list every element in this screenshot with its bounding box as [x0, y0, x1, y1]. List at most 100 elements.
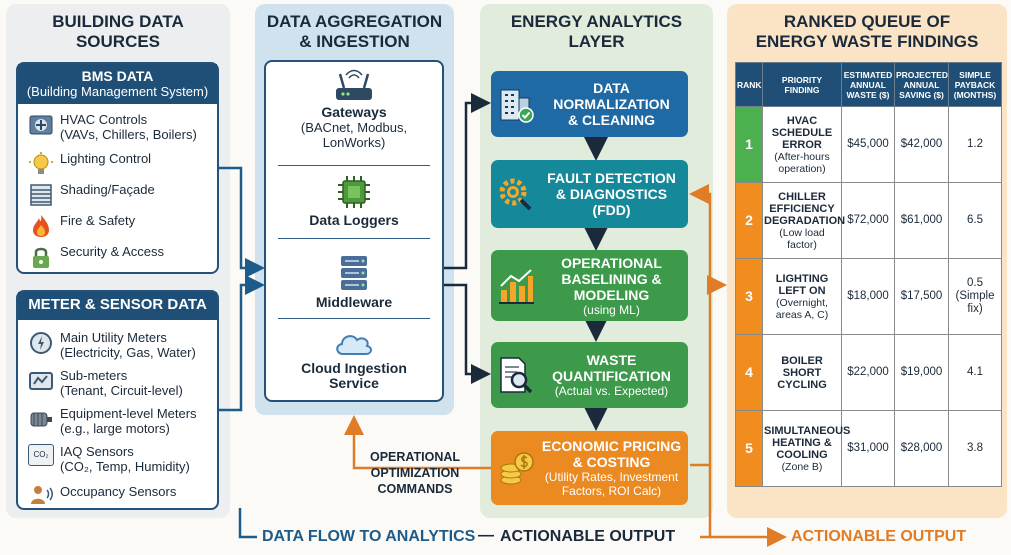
loggers-title: Data Loggers	[309, 212, 399, 228]
bms-item-label: HVAC Controls	[60, 112, 148, 127]
meter-item-label: Equipment-level Meters	[60, 406, 197, 421]
commands-label: OPERATIONAL OPTIMIZATION COMMANDS	[360, 449, 470, 497]
flame-icon	[33, 215, 49, 237]
baselining-line3: MODELING	[573, 286, 650, 303]
finding-cell: SIMULTANEOUS HEATING & COOLING(Zone B)	[762, 410, 850, 487]
actionable-output-right-label: ACTIONABLE OUTPUT	[791, 528, 967, 545]
data-flow-label: DATA FLOW TO ANALYTICS	[262, 528, 476, 545]
gateways-detail2: LonWorks)	[322, 135, 386, 150]
bms-title: BMS DATA	[81, 68, 154, 84]
finding-detail: (Low load factor)	[779, 226, 825, 251]
rank-cell: 2	[735, 182, 763, 259]
iaq-icon-text: CO₂	[33, 450, 49, 459]
header-payback: SIMPLE PAYBACK (MONTHS)	[948, 62, 1002, 107]
data-flow-line	[238, 508, 257, 539]
rank-cell: 3	[735, 258, 763, 335]
finding-cell: BOILER SHORT CYCLING	[762, 334, 842, 411]
actionable-output-connector	[700, 465, 712, 539]
aggregation-card: Gateways (BACnet, Modbus, LonWorks) Data…	[264, 60, 444, 402]
economic-pricing-box: ECONOMIC PRICING& COSTING(Utility Rates,…	[491, 431, 688, 505]
bms-item-security: Security & Access	[28, 244, 164, 270]
fdd-line1: FAULT DETECTION	[547, 170, 676, 186]
bms-card-header: BMS DATA (Building Management System)	[18, 64, 217, 104]
bms-item-label: Security & Access	[60, 244, 165, 259]
baselining-line2: BASELINING &	[561, 270, 662, 287]
queue-column-title: RANKED QUEUE OF ENERGY WASTE FINDINGS	[727, 12, 1007, 52]
flow-dash: —	[478, 527, 494, 544]
document-magnifier-icon	[500, 357, 533, 394]
bms-item-shading: Shading/Façade	[28, 182, 155, 208]
normalization-line3: & CLEANING	[567, 112, 656, 128]
meter-item-label: IAQ Sensors	[60, 444, 134, 459]
meter-sensor-card: METER & SENSOR DATA Main Utility Meters (…	[16, 290, 219, 510]
motor-icon	[30, 412, 52, 427]
payback-note: (Simple fix)	[955, 290, 995, 315]
analytics-title-line2: LAYER	[568, 32, 625, 51]
finding-cell: LIGHTING LEFT ON(Overnight, areas A, C)	[762, 258, 842, 335]
finding-title: HVAC SCHEDULE ERROR	[771, 114, 833, 151]
server-icon	[341, 256, 367, 290]
finding-detail: (After-hours operation)	[774, 150, 830, 175]
meter-item-iaq: CO₂ IAQ Sensors(CO₂, Temp, Humidity)	[28, 444, 190, 474]
meter-item-label: Main Utility Meters	[60, 330, 167, 345]
finding-title: BOILER SHORT CYCLING	[777, 354, 827, 391]
analytics-title-line1: ENERGY ANALYTICS	[510, 12, 683, 31]
meters-title: METER & SENSOR DATA	[18, 292, 217, 320]
payback-cell: 4.1	[948, 334, 1002, 411]
findings-table: RANK PRIORITY FINDING ESTIMATED ANNUAL W…	[735, 62, 1002, 487]
quantification-line2: QUANTIFICATION	[552, 368, 671, 384]
hvac-icon	[29, 115, 53, 135]
cloud-icon	[336, 335, 372, 355]
analytics-column-title: ENERGY ANALYTICS LAYER	[480, 12, 713, 52]
saving-cell: $42,000	[894, 106, 949, 183]
sources-title-line2: SOURCES	[75, 32, 161, 51]
waste-cell: $18,000	[841, 258, 895, 335]
gateways-detail1: (BACnet, Modbus,	[300, 120, 408, 135]
aggregation-title-line2: & INGESTION	[299, 32, 410, 51]
bms-item-lighting: Lighting Control	[28, 151, 151, 177]
finding-detail: (Zone B)	[781, 460, 823, 473]
rank-cell: 1	[735, 106, 763, 183]
finding-cell: CHILLER EFFICIENCY DEGRADATION(Low load …	[762, 182, 845, 259]
queue-title-line1: RANKED QUEUE OF	[783, 12, 951, 31]
building-icon	[500, 89, 534, 123]
payback-value: 4.1	[967, 366, 983, 378]
lock-icon	[33, 247, 49, 268]
rank-cell: 5	[735, 410, 763, 487]
occupancy-icon	[31, 486, 53, 504]
bms-item-label: Fire & Safety	[60, 213, 136, 228]
quantification-line1: WASTE	[586, 352, 637, 368]
lightbulb-icon	[29, 152, 53, 174]
pricing-line2: & COSTING	[572, 454, 651, 470]
header-waste: ESTIMATED ANNUAL WASTE ($)	[841, 62, 895, 107]
fdd-line3: (FDD)	[592, 202, 631, 218]
bms-item-hvac: HVAC Controls(VAVs, Chillers, Boilers)	[28, 112, 197, 142]
meter-item-label: Sub-meters	[60, 368, 128, 383]
commands-line2: OPTIMIZATION	[370, 466, 460, 480]
payback-cell: 3.8	[948, 410, 1002, 487]
bms-to-aggregation-connector	[219, 166, 265, 278]
normalization-line1: DATA	[593, 80, 630, 96]
saving-cell: $28,000	[894, 410, 949, 487]
meter-icon	[30, 332, 52, 354]
submeter-icon	[29, 372, 53, 390]
saving-cell: $19,000	[894, 334, 949, 411]
aggregation-separator	[278, 238, 430, 239]
feedback-to-fdd-connector	[689, 184, 712, 467]
waste-cell: $31,000	[841, 410, 895, 487]
finding-title: SIMULTANEOUS HEATING & COOLING	[764, 424, 851, 461]
meter-item-detail: (e.g., large motors)	[60, 421, 170, 436]
bms-item-label: Shading/Façade	[60, 182, 155, 197]
meters-to-aggregation-connector	[219, 275, 265, 412]
quantification-sub: (Actual vs. Expected)	[554, 384, 669, 398]
bms-item-detail: (VAVs, Chillers, Boilers)	[60, 127, 197, 142]
waste-cell: $22,000	[841, 334, 895, 411]
baselining-sub: (using ML)	[583, 302, 640, 317]
gateways-title: Gateways	[321, 104, 387, 120]
